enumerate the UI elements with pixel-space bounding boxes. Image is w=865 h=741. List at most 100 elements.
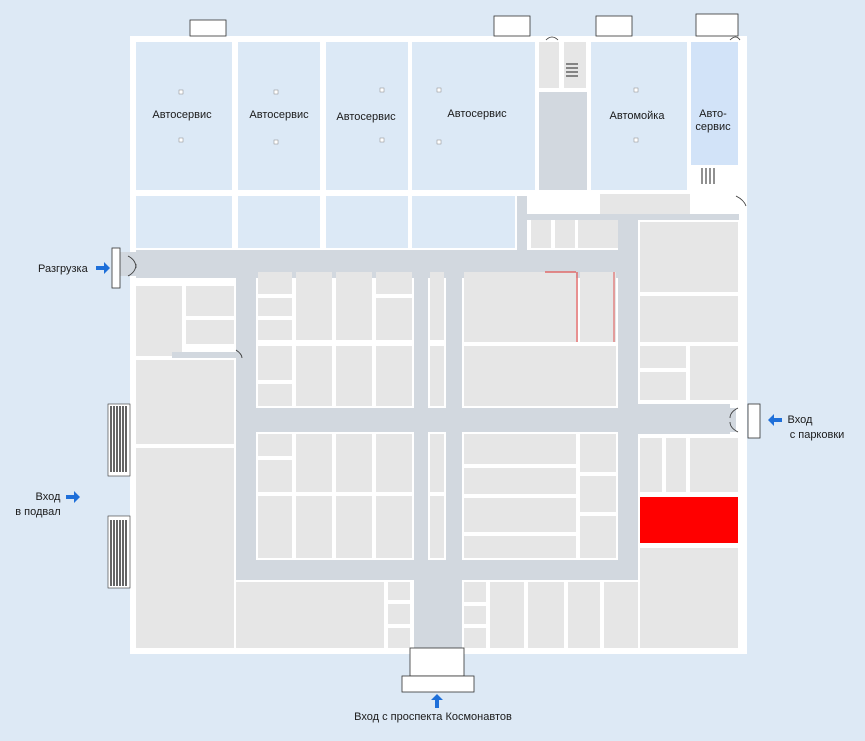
label-basement-1: Вход xyxy=(36,491,61,503)
east-room-6 xyxy=(640,438,662,492)
south-room-4 xyxy=(388,628,410,648)
room-autoservice-4[interactable] xyxy=(412,42,535,190)
corridor-east-spur xyxy=(636,404,730,434)
room-bay-lower-4 xyxy=(412,196,515,248)
corridor-north-link xyxy=(517,196,527,252)
east-room-7 xyxy=(666,438,686,492)
shop[interactable] xyxy=(258,434,292,456)
east-room-8 xyxy=(690,438,738,492)
shop-narrow[interactable] xyxy=(430,346,444,406)
room-bay-lower-2 xyxy=(238,196,320,248)
south-room-8 xyxy=(490,582,524,648)
corridor-center-vert-1 xyxy=(414,270,428,580)
small-room-b xyxy=(555,216,575,248)
west-room-large xyxy=(136,360,234,444)
shop[interactable] xyxy=(376,434,412,492)
west-room-2 xyxy=(186,286,234,316)
label-autoservice-small-1: Авто- xyxy=(699,108,727,120)
shop[interactable] xyxy=(376,346,412,406)
staircase-icon xyxy=(566,63,715,184)
shop[interactable] xyxy=(464,498,576,532)
shop[interactable] xyxy=(296,496,332,558)
shop[interactable] xyxy=(258,460,292,492)
shop[interactable] xyxy=(336,272,372,340)
staircase-icon xyxy=(107,515,131,589)
shop[interactable] xyxy=(580,516,616,558)
room-bay-lower-1 xyxy=(136,196,232,248)
shop[interactable] xyxy=(580,434,616,472)
shop[interactable] xyxy=(258,496,292,558)
room-carwash[interactable] xyxy=(591,42,687,190)
shop[interactable] xyxy=(296,346,332,406)
shop[interactable] xyxy=(258,272,292,294)
west-room-1 xyxy=(136,286,182,356)
label-autoservice-small-2: сервис xyxy=(695,121,731,133)
shop[interactable] xyxy=(258,320,292,340)
shop[interactable] xyxy=(296,434,332,492)
room-autoservice-1[interactable] xyxy=(136,42,232,190)
shop[interactable] xyxy=(296,272,332,340)
label-autoservice-3: Автосервис xyxy=(336,111,396,123)
east-room-2 xyxy=(640,296,738,342)
shop-narrow[interactable] xyxy=(430,434,444,492)
shop[interactable] xyxy=(580,272,616,342)
shop[interactable] xyxy=(336,496,372,558)
staircase-icon xyxy=(107,403,131,477)
shop[interactable] xyxy=(336,346,372,406)
shop[interactable] xyxy=(336,434,372,492)
shop[interactable] xyxy=(376,272,412,294)
shop[interactable] xyxy=(464,536,576,558)
corridor-main-entry xyxy=(414,580,462,654)
corridor-right-vert xyxy=(618,220,638,580)
label-unloading: Разгрузка xyxy=(38,263,89,275)
south-room-7 xyxy=(464,628,486,648)
shop-narrow[interactable] xyxy=(430,272,444,340)
label-autoservice-1: Автосервис xyxy=(152,109,212,121)
small-room-top xyxy=(539,42,559,88)
arrow-icon xyxy=(96,262,110,274)
room-autoservice-3[interactable] xyxy=(326,42,408,190)
corridor-unloading xyxy=(118,252,138,276)
room-autoservice-small[interactable] xyxy=(691,42,738,165)
south-room-5 xyxy=(464,582,486,602)
label-parking-2: с парковки xyxy=(790,429,845,441)
arrow-icon xyxy=(431,694,443,708)
room-bay-lower-3 xyxy=(326,196,408,248)
label-carwash: Автомойка xyxy=(610,110,666,122)
label-autoservice-2: Автосервис xyxy=(249,109,309,121)
shop[interactable] xyxy=(258,298,292,316)
shop[interactable] xyxy=(464,346,616,406)
shop[interactable] xyxy=(258,384,292,406)
west-room-xlarge xyxy=(136,448,234,648)
east-room-3 xyxy=(640,346,686,368)
east-room-1 xyxy=(640,222,738,292)
label-autoservice-4: Автосервис xyxy=(447,108,507,120)
label-main-entrance: Вход с проспекта Космонавтов xyxy=(354,711,512,723)
door-icon xyxy=(127,36,747,433)
label-basement-2: в подвал xyxy=(15,506,60,518)
south-room-3 xyxy=(388,604,410,624)
highlighted-shop[interactable] xyxy=(640,497,738,543)
corridor-top-right xyxy=(517,214,739,220)
arrow-icon xyxy=(768,414,782,426)
west-room-4 xyxy=(172,352,236,358)
corridor-center-vert-2 xyxy=(446,270,462,580)
south-room-1 xyxy=(236,582,384,648)
south-room-11 xyxy=(604,582,638,648)
south-room-9 xyxy=(528,582,564,648)
shop[interactable] xyxy=(464,468,576,494)
label-parking-1: Вход xyxy=(788,414,813,426)
south-room-2 xyxy=(388,582,410,600)
shop[interactable] xyxy=(376,298,412,340)
south-room-10 xyxy=(568,582,600,648)
west-room-3 xyxy=(186,320,234,344)
shop[interactable] xyxy=(376,496,412,558)
shop[interactable] xyxy=(464,434,576,464)
shop[interactable] xyxy=(258,346,292,380)
room-autoservice-2[interactable] xyxy=(238,42,320,190)
arrow-icon xyxy=(66,491,80,503)
south-room-6 xyxy=(464,606,486,624)
shop[interactable] xyxy=(464,272,576,342)
shop[interactable] xyxy=(580,476,616,512)
shop-narrow[interactable] xyxy=(430,496,444,558)
